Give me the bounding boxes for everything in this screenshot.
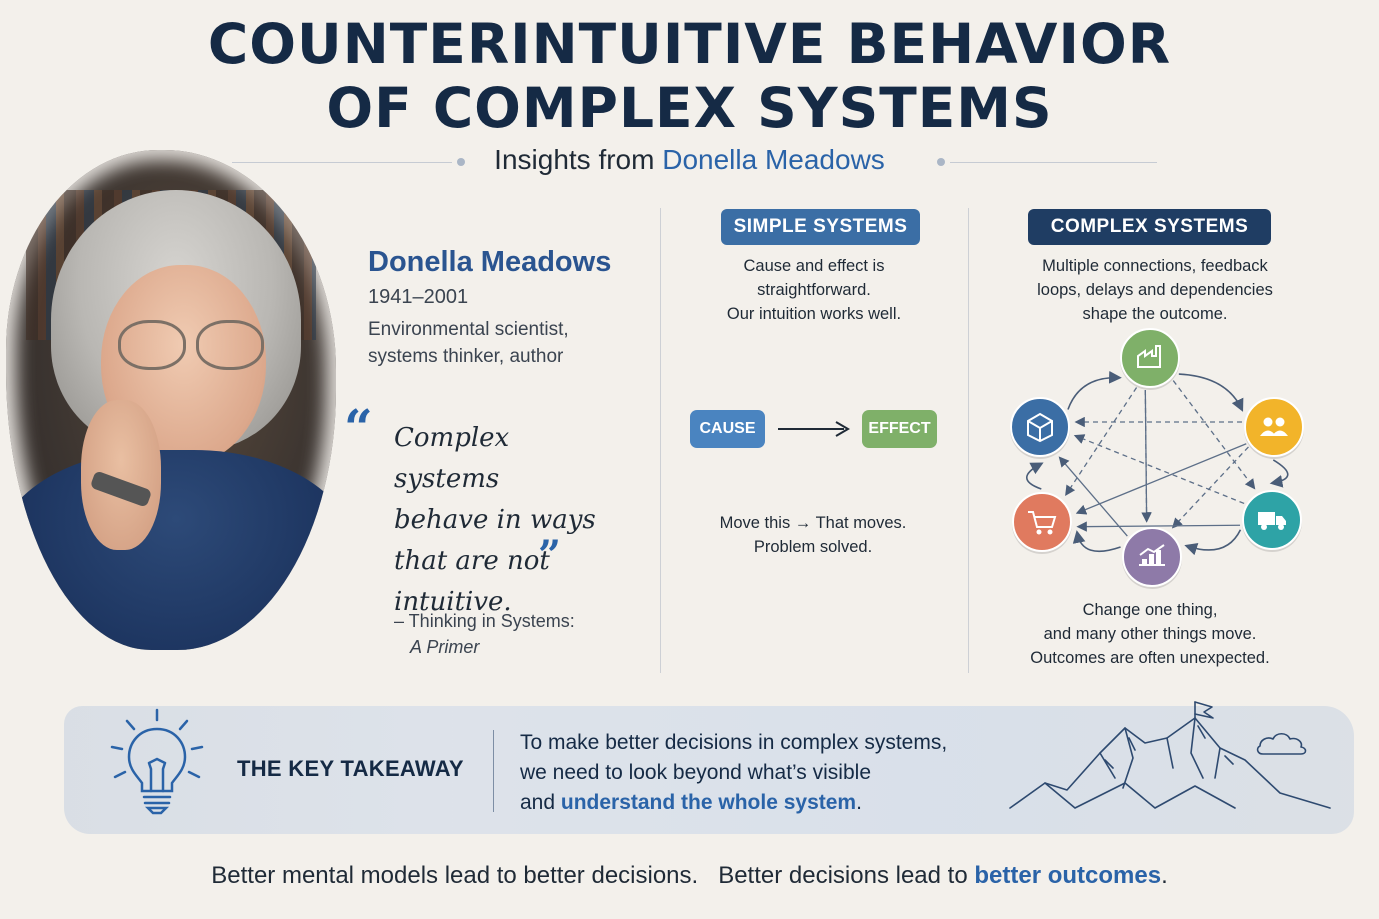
network-node-box-icon <box>1010 397 1070 459</box>
network-node-people-icon <box>1244 397 1304 459</box>
network-inner-edge <box>1075 443 1247 515</box>
simple-desc-line-3: Our intuition works well. <box>726 305 902 323</box>
person-desc-line-1: Environmental scientist, <box>368 319 569 340</box>
simple-note-line-2: Problem solved. <box>753 538 873 556</box>
network-inner-edge <box>1058 456 1128 537</box>
complex-network-diagram <box>1010 328 1304 589</box>
network-nodes <box>1010 328 1304 589</box>
simple-systems-description: Cause and effect is straightforward. Our… <box>680 254 948 326</box>
complex-note-line-3: Outcomes are often unexpected. <box>1030 649 1270 667</box>
page-title-line-2: OF COMPLEX SYSTEMS <box>326 76 1053 140</box>
quote-line-2: behave in ways <box>394 505 596 535</box>
complex-systems-label: COMPLEX SYSTEMS <box>1028 209 1271 245</box>
person-desc-line-2: systems thinker, author <box>368 346 564 367</box>
column-divider-1 <box>660 208 661 673</box>
network-node-truck-icon <box>1242 490 1302 552</box>
people-icon <box>1260 417 1288 436</box>
chart-icon <box>1139 544 1165 566</box>
takeaway-line-3-prefix: and <box>520 791 561 814</box>
takeaway-band <box>64 706 1354 834</box>
network-ring-edge <box>1269 459 1289 488</box>
subtitle-highlight: Donella Meadows <box>662 144 885 175</box>
box-icon <box>1027 412 1053 443</box>
subtitle-dot-right <box>937 158 945 166</box>
bottom-part-2-suffix: . <box>1161 862 1168 889</box>
bottom-tagline: Better mental models lead to better deci… <box>0 862 1379 890</box>
simple-note-line-1: Move this → That moves. <box>719 514 907 532</box>
complex-note-line-2: and many other things move. <box>1043 625 1257 643</box>
network-ring-edge <box>1067 370 1122 410</box>
cause-effect-arrow-icon <box>778 421 850 437</box>
network-inner-edge <box>1073 434 1245 505</box>
subtitle-row: Insights from Donella Meadows <box>0 142 1379 178</box>
network-node-factory-icon <box>1120 328 1180 390</box>
network-inner-edge <box>1065 387 1138 497</box>
quote-text: Complex systems behave in ways that are … <box>394 418 614 623</box>
quote-citation: – Thinking in Systems: A Primer <box>394 608 575 660</box>
takeaway-line-2: we need to look beyond what’s visible <box>520 761 872 784</box>
subtitle-rule-right <box>950 162 1157 163</box>
subtitle-rule-left <box>232 162 452 163</box>
portrait-sweater <box>6 450 336 650</box>
subtitle-prefix: Insights from <box>494 144 663 175</box>
factory-icon <box>1137 345 1161 368</box>
network-inner-edge <box>1076 521 1241 532</box>
takeaway-highlight: understand the whole system <box>560 791 857 814</box>
bottom-part-2-prefix: Better decisions lead to <box>718 862 975 889</box>
portrait-image <box>6 150 336 650</box>
glasses-left-lens <box>118 320 186 370</box>
network-inner-edge <box>1172 380 1256 490</box>
lightbulb-icon <box>110 708 204 815</box>
network-edges <box>1025 370 1289 556</box>
network-ring-edge <box>1025 462 1044 490</box>
bottom-part-1: Better mental models lead to better deci… <box>211 862 699 889</box>
simple-desc-line-1: Cause and effect is <box>743 257 885 275</box>
network-inner-edge <box>1171 446 1249 529</box>
mountain-flag-icon <box>1009 701 1331 809</box>
truck-icon <box>1258 512 1286 530</box>
simple-systems-note: Move this → That moves. Problem solved. <box>700 511 926 559</box>
quote-open-icon: “ <box>344 398 373 457</box>
quote-close-icon: ” <box>538 532 562 579</box>
column-divider-2 <box>968 208 969 673</box>
quote-line-1: Complex systems <box>394 423 510 494</box>
subtitle: Insights from Donella Meadows <box>0 144 1379 176</box>
complex-systems-description: Multiple connections, feedback loops, de… <box>1010 254 1300 326</box>
person-name: Donella Meadows <box>368 246 612 278</box>
person-years: 1941–2001 <box>368 286 469 308</box>
network-ring-edge <box>1178 373 1244 412</box>
takeaway-line-3: and understand the whole system. <box>520 788 1000 818</box>
network-ring-edge <box>1184 529 1242 556</box>
complex-desc-line-3: shape the outcome. <box>1082 305 1228 323</box>
network-node-cart-icon <box>1012 492 1072 554</box>
complex-desc-line-2: loops, delays and dependencies <box>1037 281 1273 299</box>
quote-line-3: that are not <box>394 546 550 576</box>
takeaway-line-1: To make better decisions in complex syst… <box>520 731 948 754</box>
network-inner-edge <box>1141 390 1152 523</box>
bottom-highlight: better outcomes <box>974 862 1162 889</box>
key-takeaway-title: THE KEY TAKEAWAY <box>237 756 464 781</box>
complex-note-line-1: Change one thing, <box>1082 601 1218 619</box>
cause-chip: CAUSE <box>690 410 765 448</box>
citation-line-2: A Primer <box>410 637 480 657</box>
network-ring-edge <box>1072 530 1121 553</box>
glasses-right-lens <box>196 320 264 370</box>
key-takeaway-text: To make better decisions in complex syst… <box>520 728 1000 818</box>
simple-desc-line-2: straightforward. <box>757 281 871 299</box>
citation-line-1: – Thinking in Systems: <box>394 611 575 631</box>
simple-systems-label: SIMPLE SYSTEMS <box>721 209 920 245</box>
person-description: Environmental scientist, systems thinker… <box>368 316 608 370</box>
complex-desc-line-1: Multiple connections, feedback <box>1042 257 1268 275</box>
cart-icon <box>1028 511 1057 535</box>
takeaway-divider <box>493 730 494 812</box>
subtitle-dot-left <box>457 158 465 166</box>
effect-chip: EFFECT <box>862 410 937 448</box>
quote-line-4: intuitive. <box>394 587 512 617</box>
complex-systems-note: Change one thing, and many other things … <box>1000 598 1300 670</box>
network-node-chart-icon <box>1122 527 1182 589</box>
takeaway-line-3-suffix: . <box>856 791 862 814</box>
page-title-line-1: COUNTERINTUITIVE BEHAVIOR <box>207 12 1172 76</box>
